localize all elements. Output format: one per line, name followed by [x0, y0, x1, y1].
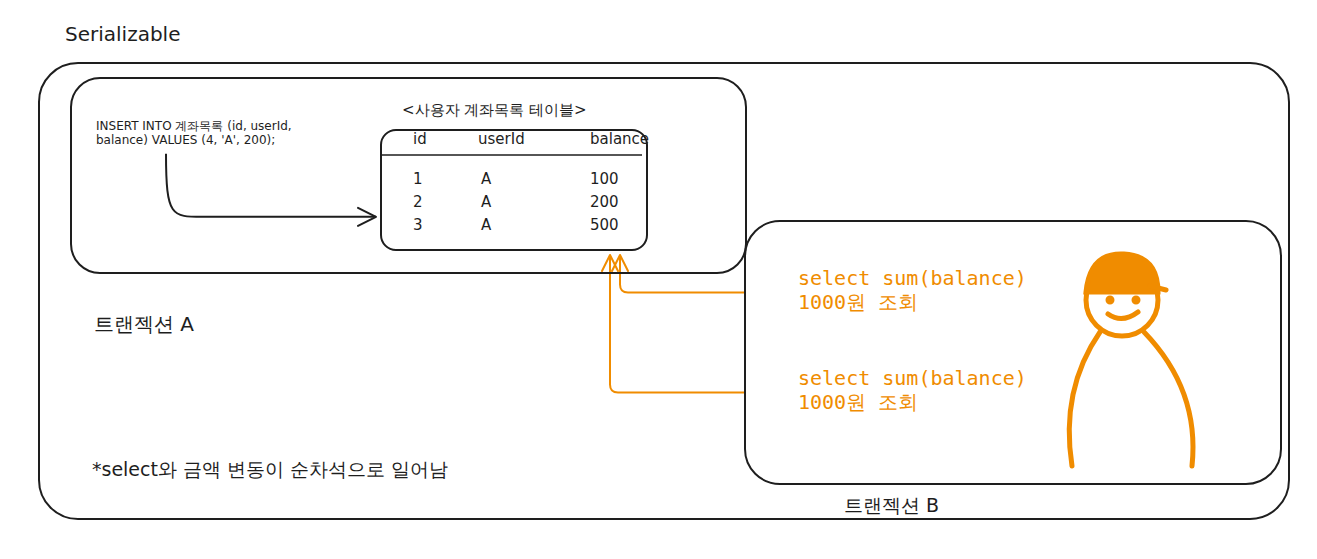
table-header-rule [380, 154, 642, 156]
serializable-region: *select와 금액 변동이 순차석으로 일어남트랜젝션 AINSERT IN… [38, 62, 1290, 520]
table-caption: <사용자 계좌목록 테이블> [402, 101, 587, 119]
transaction-heading: 트랜젝션 A [94, 312, 194, 336]
person-figure [1069, 254, 1193, 466]
select-query: select sum(balance) 1000원 조회 [798, 266, 1048, 314]
table-cell: 2 [413, 193, 423, 211]
table-cell: 500 [590, 216, 619, 234]
select-query: select sum(balance) 1000원 조회 [798, 366, 1048, 414]
transaction-box: 트랜젝션 AINSERT INTO 계좌목록 (id, userId, bala… [70, 77, 747, 274]
transaction-heading: 트랜젝션 B [844, 494, 939, 517]
note-text: *select와 금액 변동이 순차석으로 일어남 [92, 458, 448, 481]
connector-arrow [602, 255, 744, 392]
table-cell: 3 [413, 216, 423, 234]
transaction-box: 트랜젝션 Bselect sum(balance) 1000원 조회select… [744, 220, 1282, 485]
table-cell: 100 [590, 170, 619, 188]
table-cell: A [481, 216, 491, 234]
table-cell: userId [478, 130, 525, 148]
table-cell: 1 [413, 170, 423, 188]
table-cell: balance [590, 130, 649, 148]
diagram-title: Serializable [65, 22, 180, 46]
table-cell: id [413, 130, 427, 148]
connector-arrow [166, 154, 376, 226]
sql-text: INSERT INTO 계좌목록 (id, userId, balance) V… [96, 119, 328, 148]
table-cell: A [481, 193, 491, 211]
table-cell: A [481, 170, 491, 188]
table-cell: 200 [590, 193, 619, 211]
